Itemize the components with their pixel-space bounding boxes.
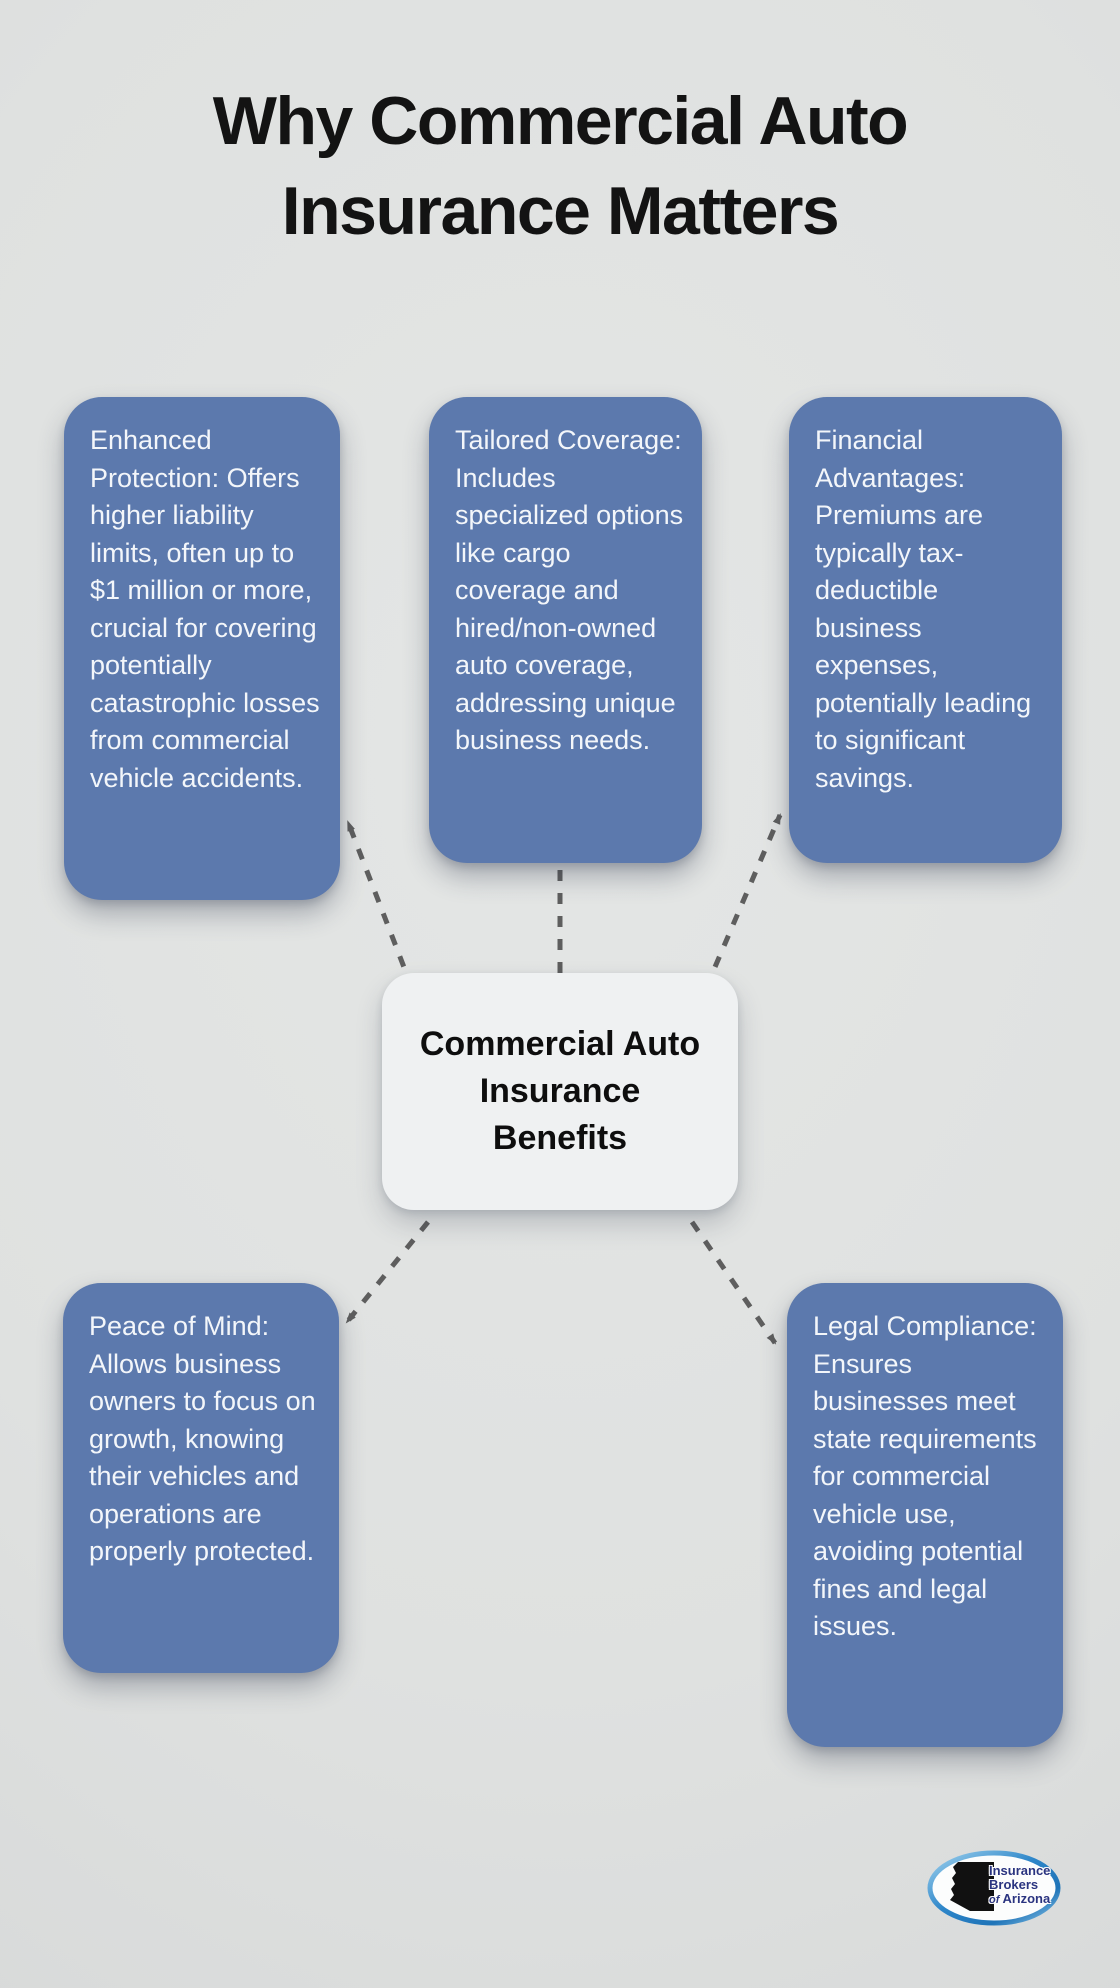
arizona-state-icon — [950, 1862, 994, 1911]
central-topic-node: Commercial Auto Insurance Benefits — [382, 973, 738, 1210]
logo-line-2: Brokers — [989, 1877, 1039, 1892]
connector-node-to-enhanced-protection — [345, 820, 415, 989]
benefit-card-enhanced-protection: Enhanced Protection: Offers higher liabi… — [64, 397, 340, 900]
connector-node-to-peace-of-mind — [345, 1220, 430, 1324]
benefit-card-text: Financial Advantages: Premiums are typic… — [815, 425, 1032, 793]
connector-node-to-financial-advantages — [703, 813, 783, 989]
benefit-card-tailored-coverage: Tailored Coverage: Includes specialized … — [429, 397, 702, 863]
page-title: Why Commercial Auto Insurance Matters — [212, 83, 909, 249]
benefit-card-text: Enhanced Protection: Offers higher liabi… — [90, 425, 320, 793]
central-topic-label: Commercial Auto Insurance Benefits — [419, 1025, 701, 1157]
benefit-card-text: Legal Compliance: Ensures businesses mee… — [813, 1311, 1037, 1641]
logo-line-3: of Arizona — [989, 1892, 1050, 1907]
company-logo: Insurance Brokers of Arizona — [926, 1849, 1064, 1927]
benefit-card-text: Tailored Coverage: Includes specialized … — [455, 425, 684, 755]
logo-text: Insurance Brokers of Arizona — [989, 1864, 1050, 1907]
benefit-card-financial-advantages: Financial Advantages: Premiums are typic… — [789, 397, 1062, 863]
logo-arizona: Arizona — [1002, 1891, 1051, 1906]
benefit-card-legal-compliance: Legal Compliance: Ensures businesses mee… — [787, 1283, 1063, 1747]
benefit-card-peace-of-mind: Peace of Mind: Allows business owners to… — [63, 1283, 339, 1673]
logo-of: of — [989, 1894, 1000, 1906]
logo-ellipse — [927, 1850, 1061, 1926]
logo-line-1: Insurance — [989, 1863, 1051, 1878]
connector-node-to-legal-compliance — [689, 1220, 778, 1345]
benefit-card-text: Peace of Mind: Allows business owners to… — [89, 1311, 316, 1566]
